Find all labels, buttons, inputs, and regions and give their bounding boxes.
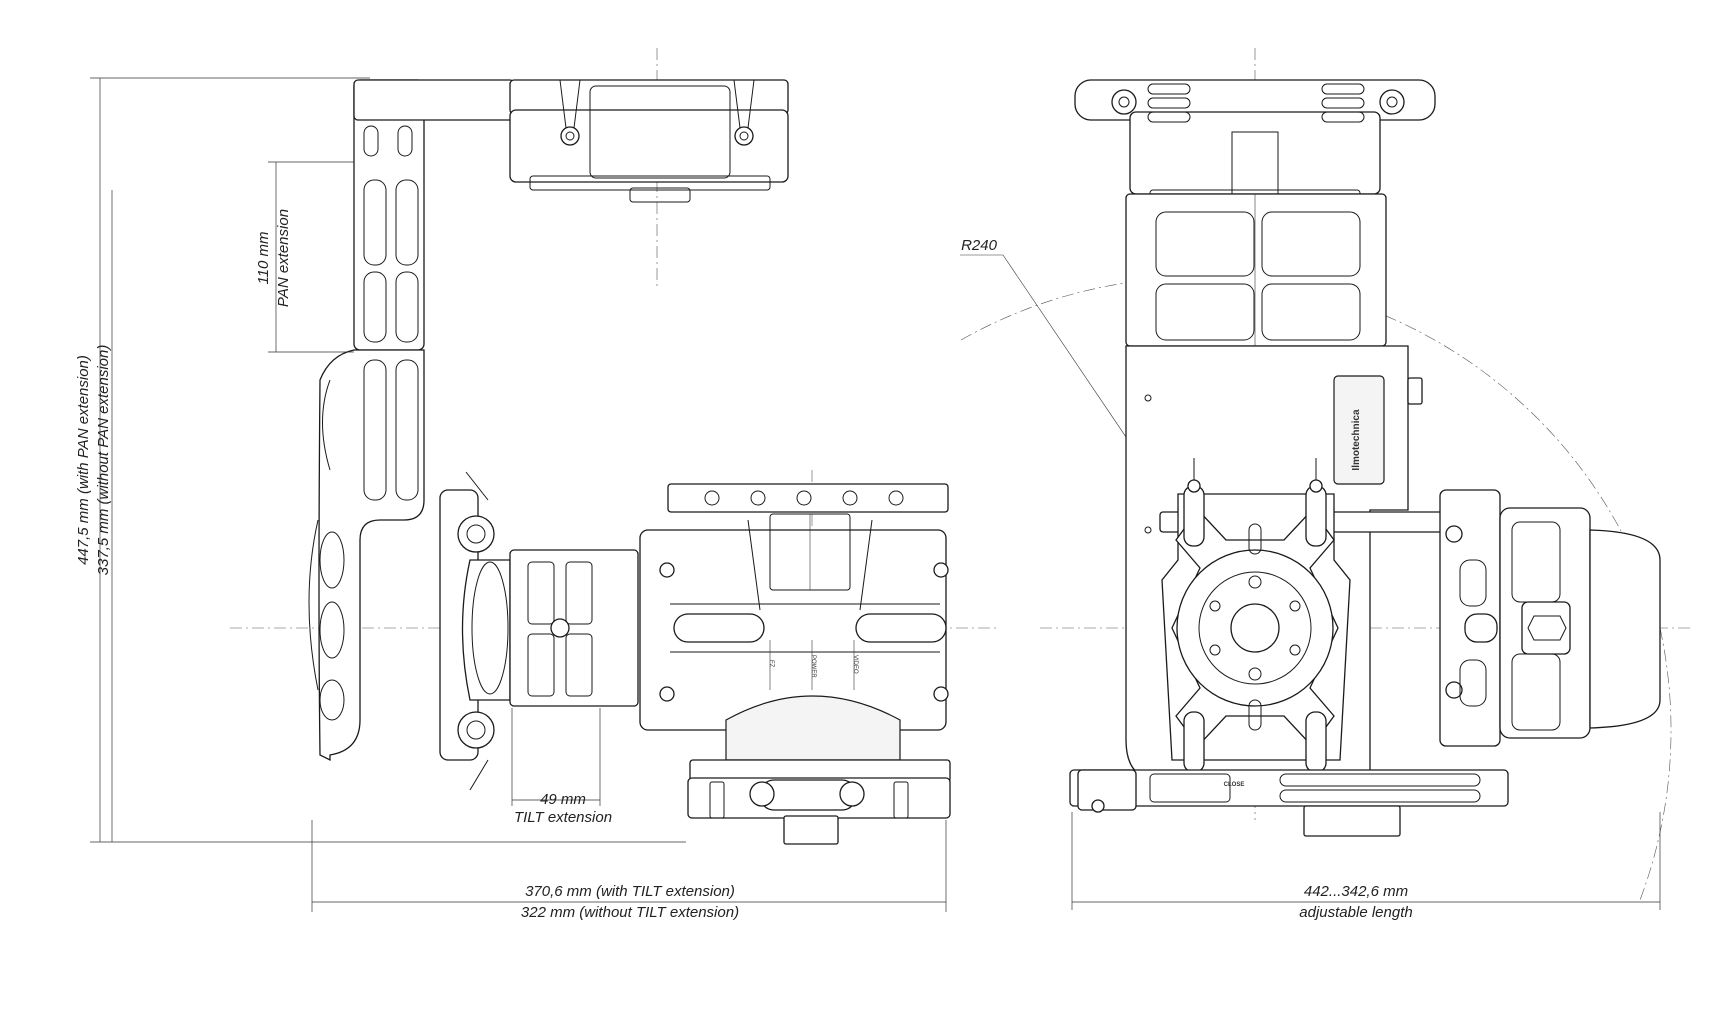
radius-arc-bottom: [1639, 627, 1672, 901]
tilt-extension-value: 49 mm: [540, 791, 586, 808]
adjustable-length-value: 442...342,6 mm: [1304, 883, 1408, 900]
tilt-motor-left: [308, 349, 425, 762]
dimension-lines: [90, 77, 1661, 912]
port-label-fz: FZ: [768, 660, 774, 668]
base-plate-side: [687, 759, 951, 845]
side-view: FZ POWER VIDEO: [308, 79, 951, 845]
port-label-power: POWER: [810, 655, 816, 678]
pan-arm: [353, 79, 515, 351]
width-with-tilt-label: 370,6 mm (with TILT extension): [525, 883, 735, 900]
port-label-video: VIDEO: [852, 655, 858, 674]
tilt-motor-front: [1439, 489, 1661, 747]
camera-cage: FZ POWER VIDEO: [639, 483, 949, 761]
tilt-plate: [439, 471, 511, 791]
pan-motor-housing: [509, 79, 789, 203]
upper-body-front: [1125, 193, 1387, 347]
pan-extension-label: PAN extension: [275, 209, 292, 307]
pan-extension-value: 110 mm: [255, 231, 272, 284]
height-with-pan-label: 447,5 mm (with PAN extension): [75, 355, 92, 565]
pan-motor-front: [1074, 79, 1436, 205]
radius-label: R240: [961, 237, 998, 254]
close-label: CLOSE: [1224, 782, 1245, 788]
width-without-tilt-label: 322 mm (without TILT extension): [521, 904, 739, 921]
height-without-pan-label: 337,5 mm (without PAN extension): [95, 345, 112, 576]
tilt-extension-label: TILT extension: [514, 809, 612, 826]
dimension-labels: 447,5 mm (with PAN extension) 337,5 mm (…: [75, 209, 1413, 921]
adjustable-length-label: adjustable length: [1299, 904, 1412, 921]
roll-motor-front: [1161, 458, 1351, 773]
brand-label: Ilmotechnica: [1351, 409, 1362, 471]
base-plate-front: CLOSE: [1069, 769, 1509, 837]
front-view: Ilmotechnica: [960, 79, 1672, 901]
tilt-extension-arm: [509, 549, 639, 707]
